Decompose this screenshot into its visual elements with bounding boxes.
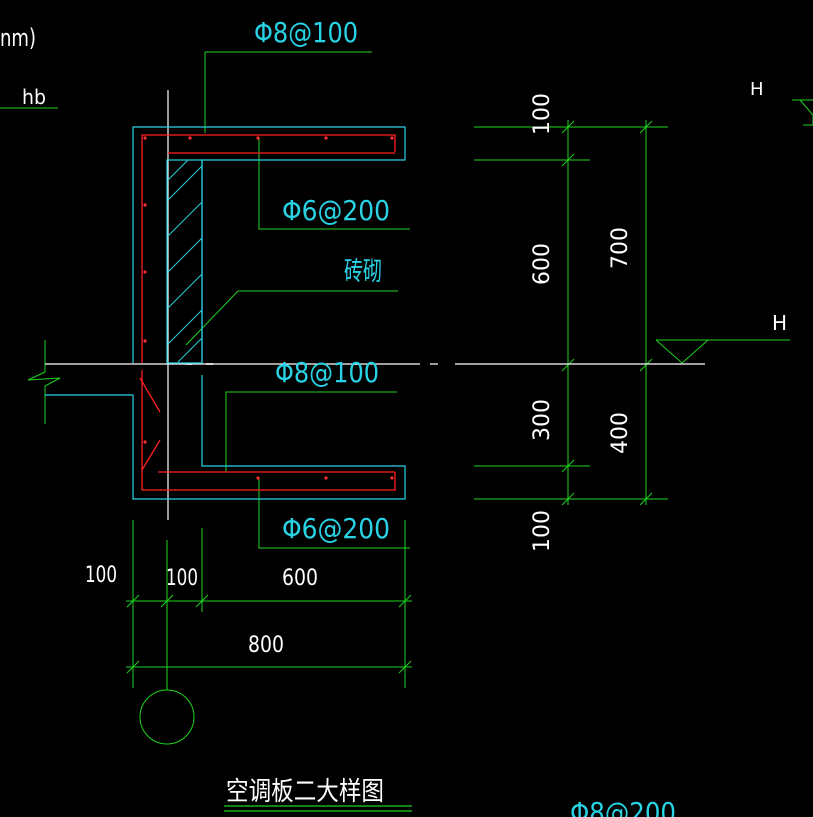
hatch-line: [177, 337, 203, 363]
axis-bubble: [139, 689, 195, 745]
tick: [561, 153, 575, 167]
unit-fragment: nm): [0, 24, 36, 52]
elevation-symbol-lower: [655, 339, 710, 364]
tick: [398, 594, 412, 608]
dim-upper-total: 700: [608, 227, 633, 269]
rebar-dot: [324, 136, 328, 140]
upper-outline: [132, 126, 406, 363]
brick-hatch: [167, 159, 203, 363]
leader-bottom-dist: [258, 478, 410, 549]
tick: [639, 120, 653, 134]
label-mid-main: Φ8@100: [275, 356, 379, 389]
elevation-mark-upper: H: [750, 79, 764, 100]
elevation-mark-lower: H: [772, 311, 787, 335]
rebar-dot: [143, 136, 147, 140]
drawing-title: 空调板二大样图: [226, 777, 384, 807]
rebar-dot: [188, 136, 192, 140]
dim-top-slab: 100: [530, 93, 555, 135]
leader-top-main: [204, 51, 372, 133]
tick: [639, 492, 653, 506]
rebar-dot: [143, 203, 147, 207]
dim-wall: 100: [166, 566, 198, 591]
hatch-line: [167, 237, 203, 273]
dim-lower-height: 300: [530, 399, 555, 441]
dim-upper-height: 600: [530, 243, 555, 285]
dim-lower-total: 400: [608, 412, 633, 454]
leader-brick: [185, 290, 398, 346]
tick: [195, 594, 209, 608]
dim-slab: 600: [282, 566, 318, 591]
rebar-anchor: [139, 377, 161, 413]
hb-label: hb: [22, 85, 46, 109]
concrete-outline: [45, 126, 406, 500]
tick: [561, 358, 575, 372]
hatch-line: [167, 159, 189, 181]
tick: [126, 660, 140, 674]
rebar-dot: [324, 476, 328, 480]
elevation-symbol-upper: [799, 99, 813, 126]
leader-mid-main: [225, 391, 397, 472]
tick: [126, 594, 140, 608]
center-lines: [45, 90, 705, 520]
tick: [561, 459, 575, 473]
label-top-main: Φ8@100: [254, 16, 358, 49]
label-brick: 砖砌: [344, 257, 382, 287]
rebar-hook: [141, 439, 161, 471]
tick: [561, 492, 575, 506]
hatch-line: [167, 309, 203, 345]
rebar-dot: [390, 476, 394, 480]
rebar-dot: [143, 339, 147, 343]
lower-outline: [45, 375, 406, 500]
tick: [398, 660, 412, 674]
brick-wall-box: [166, 159, 203, 364]
rebar-dot: [256, 476, 260, 480]
rebar-upper-main: [141, 134, 396, 363]
rebar-dot: [143, 440, 147, 444]
leader-top-dist: [258, 138, 410, 230]
rebar-dot: [390, 136, 394, 140]
rebar-lines: [139, 134, 396, 491]
dimension-lines: [0, 51, 813, 745]
rebar-dot: [143, 270, 147, 274]
dim-left-offset: 100: [85, 563, 117, 588]
hatch-line: [167, 201, 203, 237]
rebar-lower-main: [141, 370, 396, 491]
break-symbol: [27, 340, 61, 424]
label-bottom-dist: Φ6@200: [282, 512, 390, 545]
label-bottom-right: Φ8@200: [570, 796, 676, 817]
hatch-line: [167, 273, 203, 309]
tick: [639, 358, 653, 372]
rebar-dot: [256, 136, 260, 140]
dim-total: 800: [248, 633, 284, 658]
tick: [561, 120, 575, 134]
hatch-line: [167, 165, 203, 201]
rebar-dots: [143, 136, 394, 480]
dim-bottom-slab: 100: [530, 510, 555, 552]
label-top-dist: Φ6@200: [282, 194, 390, 227]
